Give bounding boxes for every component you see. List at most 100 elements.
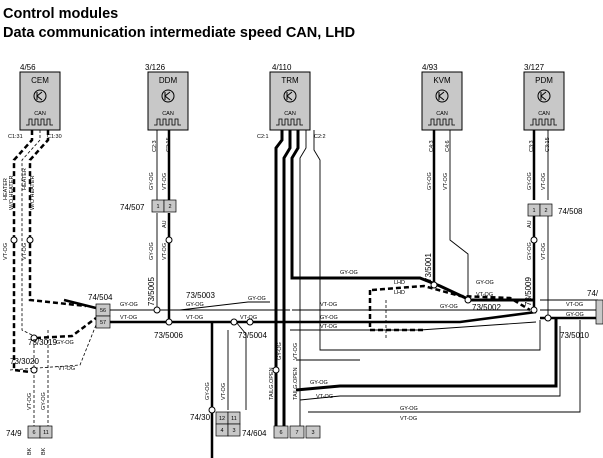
svg-text:CAN: CAN (538, 111, 550, 117)
svg-text:2: 2 (544, 208, 547, 214)
svg-text:W/O HEATER: W/O HEATER (30, 176, 36, 210)
svg-text:4/56: 4/56 (20, 63, 36, 72)
splice-73-5005 (153, 306, 161, 314)
svg-text:GY-OG: GY-OG (205, 382, 211, 400)
svg-text:PDM: PDM (535, 76, 553, 85)
svg-text:LHD: LHD (394, 280, 405, 286)
connector-74-edge[interactable]: 74/ (587, 289, 603, 325)
svg-text:CAN: CAN (284, 111, 296, 117)
svg-text:73/5009: 73/5009 (524, 277, 533, 306)
module-trm[interactable]: 4/110 TRM CAN C2:1 C2:2 (257, 63, 326, 140)
can-pulse-icon (276, 118, 303, 126)
svg-text:VT-OG: VT-OG (476, 292, 493, 298)
connector-74-30[interactable]: 74/30 12 11 4 3 (190, 411, 241, 437)
svg-text:73/5001: 73/5001 (424, 253, 433, 282)
svg-text:GY-OG: GY-OG (120, 302, 138, 308)
splice-73-5010 (544, 314, 552, 322)
svg-text:11: 11 (231, 416, 237, 422)
svg-text:4: 4 (220, 428, 223, 434)
svg-text:VT-OG: VT-OG (221, 383, 227, 400)
svg-text:GY-OG: GY-OG (186, 302, 204, 308)
svg-text:VT-OG: VT-OG (443, 173, 449, 190)
svg-text:73/5002: 73/5002 (472, 303, 501, 312)
svg-text:57: 57 (100, 320, 106, 326)
svg-text:CAN: CAN (34, 111, 46, 117)
svg-text:6: 6 (32, 430, 35, 436)
svg-text:C1:30: C1:30 (47, 134, 62, 140)
connector-74-507[interactable]: 74/507 1 2 (120, 199, 177, 213)
svg-text:7: 7 (295, 430, 298, 436)
svg-text:4/110: 4/110 (272, 63, 292, 72)
svg-text:73/3020: 73/3020 (10, 357, 39, 366)
svg-text:3/126: 3/126 (145, 63, 166, 72)
module-kvm[interactable]: 4/93 KVM CAN C4:3 C4:6 (421, 63, 463, 152)
connector-74-508[interactable]: 1 2 74/508 (527, 203, 583, 217)
svg-text:73/5006: 73/5006 (154, 331, 183, 340)
svg-text:VT-OG: VT-OG (541, 173, 547, 190)
module-symbol-icon (161, 89, 175, 103)
svg-text:3/127: 3/127 (524, 63, 545, 72)
svg-text:TAILG.OPEN: TAILG.OPEN (293, 367, 299, 400)
svg-text:VT-OG: VT-OG (58, 366, 75, 372)
svg-text:GY-OG: GY-OG (56, 340, 74, 346)
module-ddm[interactable]: 3/126 DDM CAN C2:3 C2:15 (145, 63, 189, 152)
svg-text:VT-OG: VT-OG (320, 302, 337, 308)
svg-text:BK: BK (27, 447, 33, 455)
svg-text:73/5010: 73/5010 (560, 331, 589, 340)
svg-text:GY-OG: GY-OG (527, 172, 533, 190)
svg-text:GY-OG: GY-OG (527, 242, 533, 260)
connector-74-9[interactable]: 74/9 6 11 (6, 425, 53, 439)
can-pulse-icon (154, 118, 181, 126)
splice-73-3020 (30, 366, 38, 374)
svg-text:GY-OG: GY-OG (310, 380, 328, 386)
svg-text:74/9: 74/9 (6, 429, 22, 438)
connector-74-504[interactable]: 74/504 56 57 (88, 293, 113, 329)
svg-text:74/: 74/ (587, 289, 599, 298)
svg-text:BK: BK (41, 447, 47, 455)
svg-text:GY-OG: GY-OG (400, 406, 418, 412)
splice-labels: 73/5005 73/5003 73/5006 73/5004 73/5001 … (10, 253, 589, 366)
connector-74-604[interactable]: 74/604 6 7 3 (242, 425, 321, 439)
svg-text:74/507: 74/507 (120, 203, 145, 212)
splice-73-5001 (430, 281, 438, 289)
svg-text:W/O HEATER: W/O HEATER (9, 176, 15, 210)
module-symbol-icon (33, 89, 47, 103)
svg-text:KVM: KVM (433, 76, 451, 85)
svg-text:VT-OG: VT-OG (293, 343, 299, 360)
svg-text:2: 2 (168, 204, 171, 210)
svg-text:73/3019: 73/3019 (28, 338, 57, 347)
svg-text:VT-OG: VT-OG (3, 243, 9, 260)
svg-text:GY-OG: GY-OG (566, 312, 584, 318)
svg-text:TAILG.OPEN: TAILG.OPEN (269, 367, 275, 400)
svg-text:LHD: LHD (394, 290, 405, 296)
svg-text:GY-OG: GY-OG (149, 172, 155, 190)
module-symbol-icon (537, 89, 551, 103)
svg-text:3: 3 (232, 428, 235, 434)
svg-text:GY-OG: GY-OG (149, 242, 155, 260)
module-cem[interactable]: 4/56 CEM CAN C1:31 C1:30 (8, 63, 62, 140)
module-symbol-icon (435, 89, 449, 103)
svg-text:GY-OG: GY-OG (427, 172, 433, 190)
svg-text:12: 12 (219, 416, 225, 422)
svg-text:56: 56 (100, 308, 106, 314)
svg-text:73/5004: 73/5004 (238, 331, 267, 340)
svg-text:GY-OG: GY-OG (476, 280, 494, 286)
module-pdm[interactable]: 3/127 PDM CAN C3:3 C3:15 (523, 63, 565, 152)
wire-labels: GY-OG VT-OG GY-OG VT-OG GY-OG VT-OG GY-O… (3, 168, 584, 455)
svg-text:1: 1 (156, 204, 159, 210)
svg-text:HEATER: HEATER (3, 178, 9, 200)
page-title: Control modules (3, 6, 119, 22)
module-symbol-icon (283, 89, 297, 103)
svg-text:3: 3 (311, 430, 314, 436)
svg-text:4/93: 4/93 (422, 63, 438, 72)
svg-text:GY-OG: GY-OG (277, 342, 283, 360)
svg-text:VT-OG: VT-OG (162, 243, 168, 260)
svg-text:GY-OG: GY-OG (340, 270, 358, 276)
svg-text:GY-OG: GY-OG (320, 315, 338, 321)
svg-text:GY-OG: GY-OG (248, 296, 266, 302)
splice-nodes (10, 236, 552, 414)
svg-text:VT-OG: VT-OG (240, 315, 257, 321)
svg-text:C4:3: C4:3 (429, 140, 435, 152)
svg-text:C2:3: C2:3 (152, 140, 158, 152)
